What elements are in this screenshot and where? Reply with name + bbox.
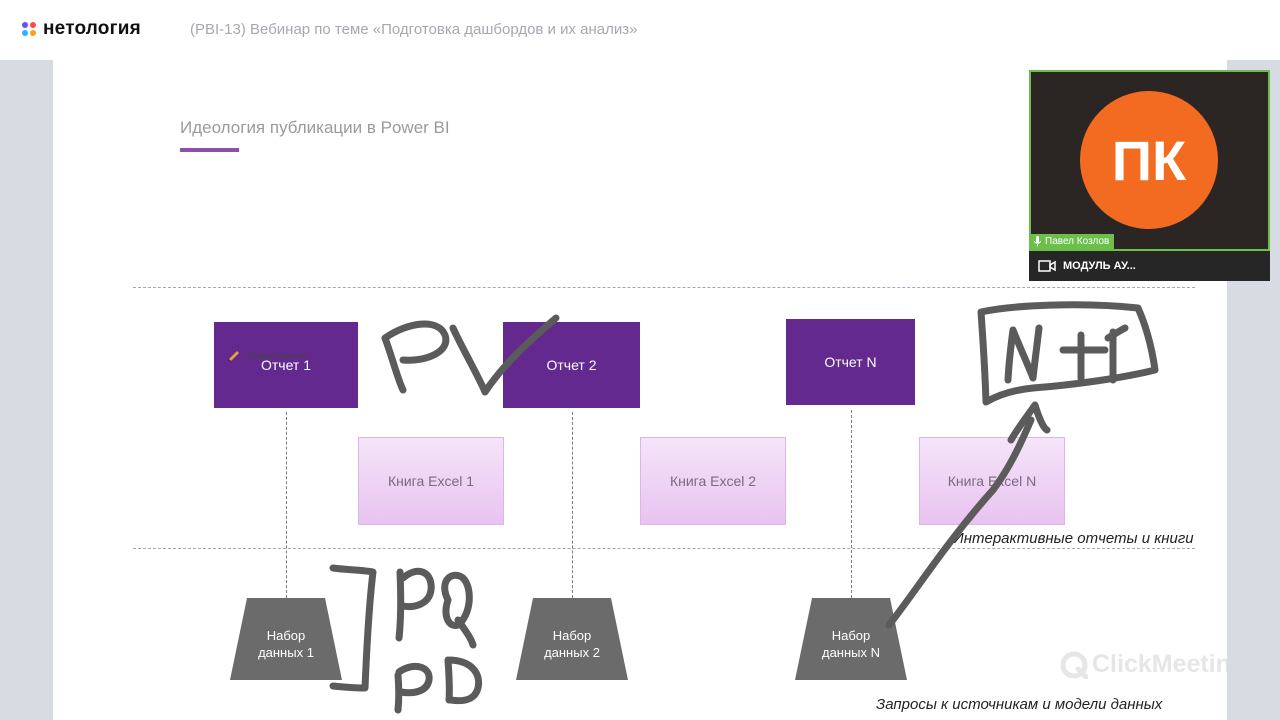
ink-one [1104,324,1129,384]
report-n: Отчет N [786,319,915,405]
slide-title: Идеология публикации в Power BI [180,118,450,137]
participant-name: Павел Козлов [1045,236,1110,247]
divider-top [133,287,1195,288]
dataset-1-shape [230,598,342,680]
clickmeeting-watermark: ClickMeeting [1060,650,1227,679]
ink-pd-letter-p [394,662,433,714]
arrow-dataset2-report2 [572,412,573,598]
avatar: ПК [1080,91,1218,229]
report-1: Отчет 1 [214,322,358,408]
netology-logo-icon [22,22,36,36]
dataset-n: Набор данных N [795,598,907,680]
ink-arrow-stroke [885,416,1035,629]
dataset-2-line1: Набор [552,628,592,643]
excel-book-2: Книга Excel 2 [640,437,786,525]
dataset-1-line1: Набор [266,628,306,643]
top-bar: нетология (PBI-13) Вебинар по теме «Подг… [0,0,1280,61]
ink-box [977,301,1159,406]
excel-book-1: Книга Excel 1 [358,437,504,525]
camera-icon[interactable] [1038,260,1056,272]
dataset-2: Набор данных 2 [516,598,628,680]
divider-bottom [133,548,1195,549]
left-margin [0,60,53,720]
label-queries-models: Запросы к источникам и модели данных [876,696,1163,713]
microphone-icon [1034,236,1041,247]
excel-book-n: Книга Excel N [919,437,1065,525]
ink-n-letter [1004,324,1043,384]
dataset-n-line2: данных N [821,645,881,660]
report-2: Отчет 2 [503,322,640,408]
dataset-1: Набор данных 1 [230,598,342,680]
label-interactive-reports: Интерактивные отчеты и книги [953,530,1194,547]
ink-plus [1059,331,1109,382]
ink-pv-letter-p [381,320,450,394]
pen-author-label: Павел Козлов [248,351,306,361]
dataset-n-line1: Набор [831,628,871,643]
ink-arrow-head [1007,401,1051,444]
clickmeeting-logo-icon [1060,651,1088,679]
logo[interactable]: нетология [22,18,141,40]
ink-pq-letter-q [441,571,477,649]
logo-text: нетология [43,18,141,39]
ink-pd-letter-d [444,656,483,705]
module-bar[interactable]: МОДУЛЬ АУ... [1029,251,1270,281]
dataset-1-line2: данных 1 [258,645,314,660]
dataset-2-line2: данных 2 [544,645,600,660]
dataset-2-shape [516,598,628,680]
ink-pv-letter-v [449,314,560,396]
webinar-title: (PBI-13) Вебинар по теме «Подготовка даш… [190,21,638,38]
participant-name-tag: Павел Козлов [1031,234,1115,249]
participant-video-tile[interactable]: ПК Павел Козлов [1029,70,1270,251]
title-underline [180,148,239,152]
ink-bracket [329,564,377,692]
ink-pq-letter-p [395,567,435,642]
pencil-icon [228,351,239,361]
arrow-dataset1-report1 [286,412,287,598]
dataset-n-shape [795,598,907,680]
handwritten-annotations [329,301,1159,714]
module-label: МОДУЛЬ АУ... [1063,260,1136,272]
watermark-text: ClickMeeting [1092,650,1227,678]
arrow-datasetN-reportN [851,410,852,598]
